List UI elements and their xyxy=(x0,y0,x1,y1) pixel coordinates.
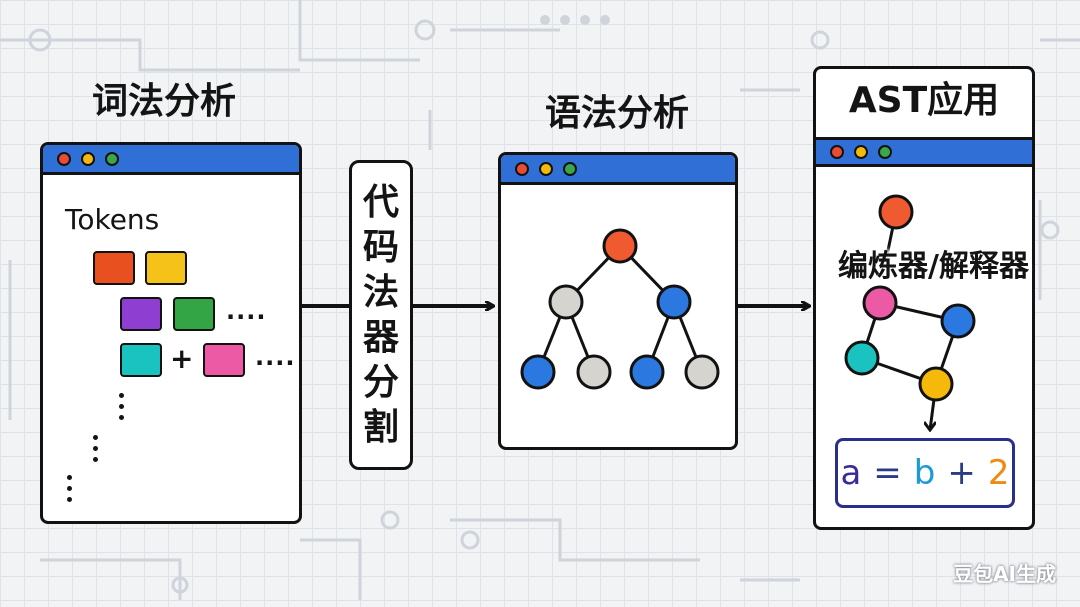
lexer-stage-title: 词法分析 xyxy=(92,81,237,122)
token-ellipsis: .... xyxy=(255,343,296,371)
code-var-b: b xyxy=(913,453,936,493)
code-var-a: a xyxy=(840,453,862,493)
tree-node-leaf xyxy=(684,354,720,390)
window-minimize-dot xyxy=(539,161,553,176)
window-close-dot xyxy=(57,151,71,166)
token-plus: + xyxy=(170,342,194,375)
window-minimize-dot xyxy=(854,145,868,159)
splitter-char: 器 xyxy=(362,317,399,358)
vertical-dots xyxy=(93,435,99,468)
window-maximize-dot xyxy=(878,145,892,159)
parser-stage-title: 语法分析 xyxy=(545,93,690,134)
token-block xyxy=(93,251,135,285)
code-number-2: 2 xyxy=(987,453,1010,493)
splitter-char: 代 xyxy=(362,182,399,223)
vertical-dots xyxy=(119,393,125,426)
parser-window xyxy=(498,152,738,450)
parser-window-titlebar xyxy=(501,155,735,185)
tree-node xyxy=(548,284,584,320)
code-equals: = xyxy=(873,453,902,493)
splitter-char: 法 xyxy=(362,272,399,313)
ast-node xyxy=(918,366,954,402)
splitter-label-box: 代 码 法 器 分 割 xyxy=(349,160,413,470)
window-minimize-dot xyxy=(81,151,95,166)
lexer-window-titlebar xyxy=(43,145,299,175)
splitter-char: 码 xyxy=(362,227,399,268)
token-block xyxy=(173,297,215,331)
lexer-window: Tokens .... + .... xyxy=(40,142,302,524)
token-block xyxy=(120,297,162,331)
ast-window-titlebar xyxy=(816,137,1032,167)
token-block xyxy=(120,343,162,377)
vertical-dots xyxy=(67,475,73,508)
window-close-dot xyxy=(830,145,844,159)
code-plus: + xyxy=(947,453,976,493)
window-close-dot xyxy=(515,161,529,176)
compiler-interpreter-label: 编炼器/解释器 xyxy=(838,249,1029,284)
window-maximize-dot xyxy=(563,161,577,176)
ast-node xyxy=(862,285,898,321)
token-block xyxy=(203,343,245,377)
code-expression-box: a = b + 2 xyxy=(835,438,1015,508)
window-maximize-dot xyxy=(105,151,119,166)
ast-stage-title: AST应用 xyxy=(848,80,1000,121)
token-block xyxy=(145,251,187,285)
ast-node xyxy=(940,303,976,339)
ast-node xyxy=(844,340,880,376)
tree-node-root xyxy=(602,228,638,264)
tree-node-leaf xyxy=(629,354,665,390)
tree-node-leaf xyxy=(520,354,556,390)
token-ellipsis: .... xyxy=(226,297,267,325)
tokens-label: Tokens xyxy=(65,203,160,236)
splitter-char: 割 xyxy=(362,407,399,448)
splitter-char: 分 xyxy=(362,362,399,403)
tree-node-leaf xyxy=(576,354,612,390)
tree-node xyxy=(656,284,692,320)
ast-node xyxy=(878,194,914,230)
watermark: 豆包AI生成 xyxy=(953,562,1056,586)
